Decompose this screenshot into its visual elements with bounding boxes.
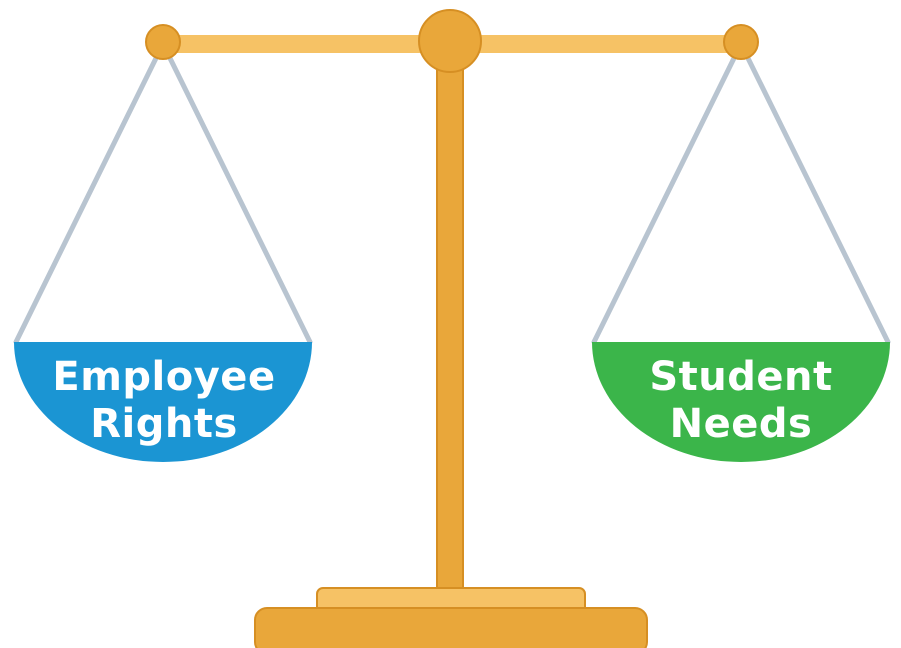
right-pan: Student Needs xyxy=(592,342,890,462)
left-pan-label-line1: Employee xyxy=(52,354,275,400)
left-pan: Employee Rights xyxy=(14,342,312,462)
scale-post xyxy=(436,54,464,591)
left-end-knob xyxy=(145,24,181,60)
right-end-knob xyxy=(723,24,759,60)
right-chains xyxy=(591,41,891,345)
scale-base xyxy=(254,607,648,648)
right-pan-label-line1: Student xyxy=(649,354,832,400)
pivot-knob xyxy=(418,9,482,73)
left-chains xyxy=(13,41,313,345)
left-pan-label-line2: Rights xyxy=(90,401,238,447)
right-pan-label-line2: Needs xyxy=(670,401,813,447)
